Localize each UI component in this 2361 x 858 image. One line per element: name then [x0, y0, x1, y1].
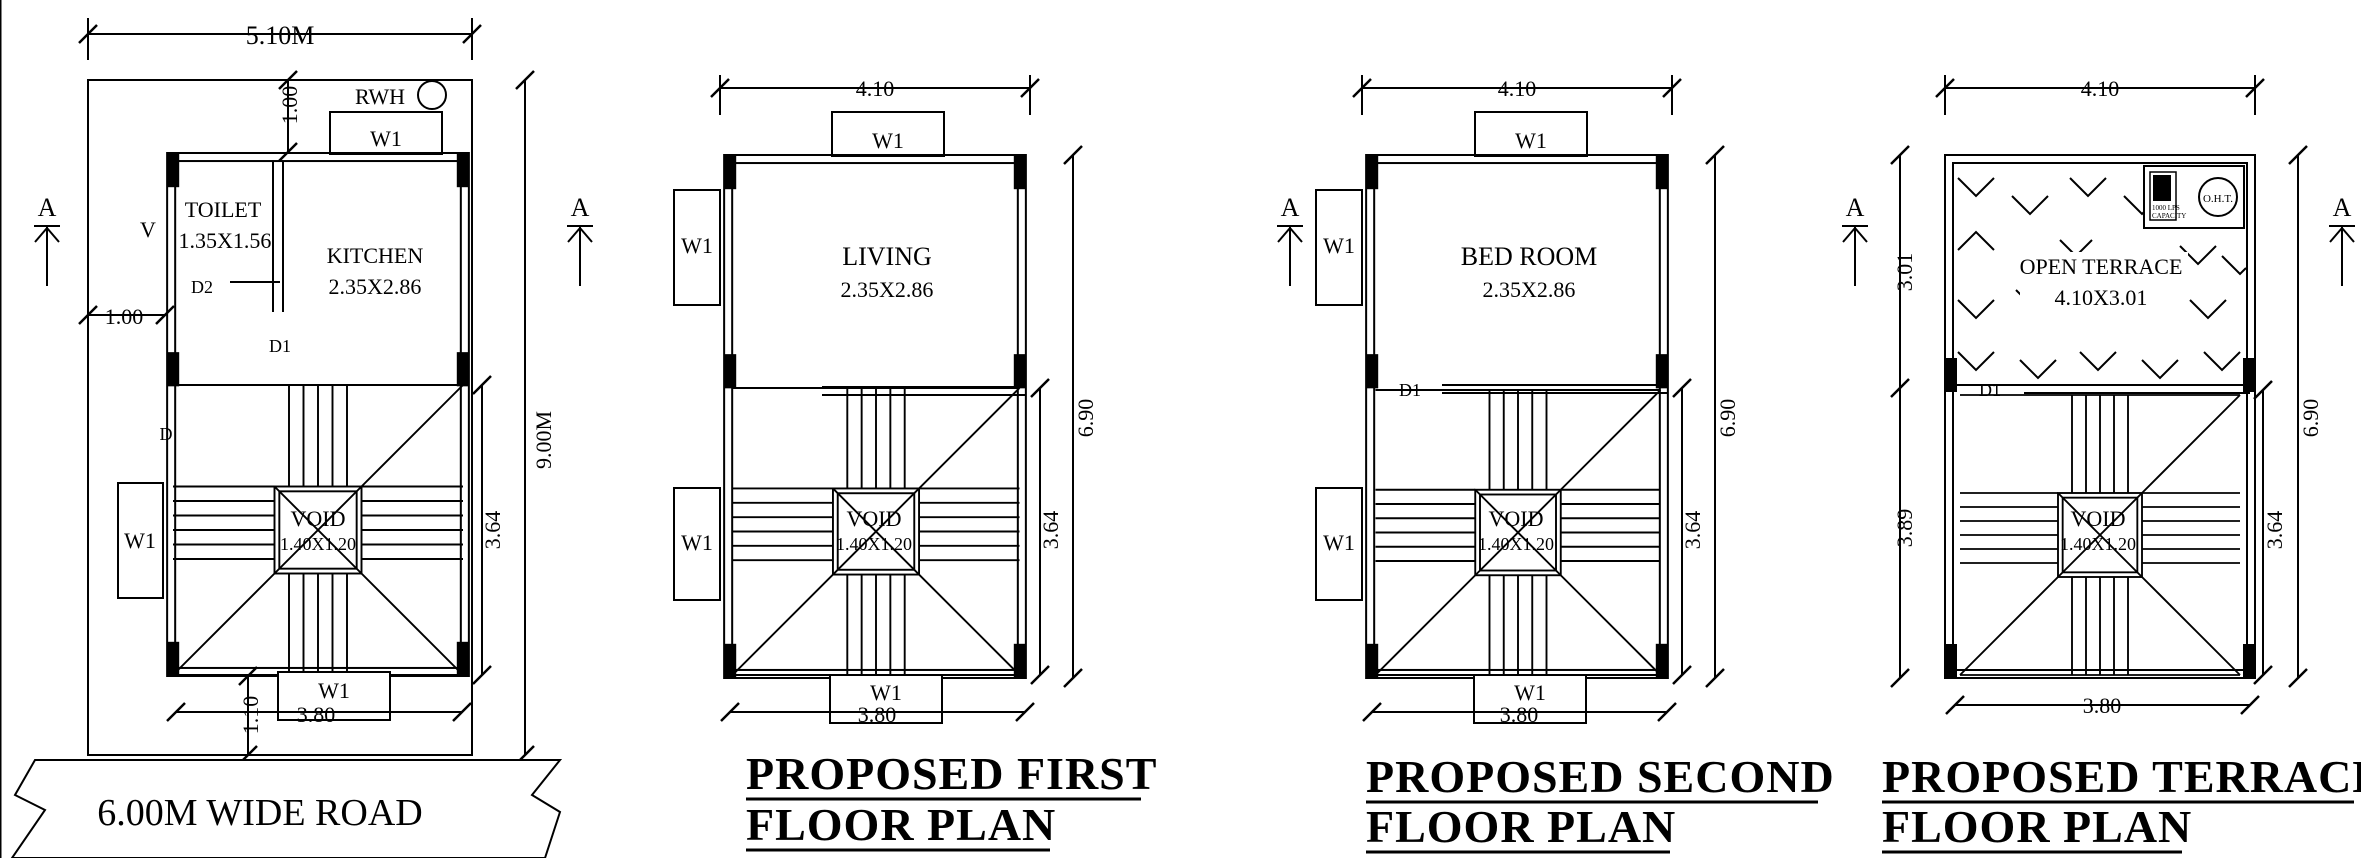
- door-d1-label: D1: [269, 336, 291, 356]
- first-void-label: VOID: [847, 506, 902, 531]
- second-void-label: VOID: [1489, 506, 1544, 531]
- first-w1-left-upper: W1: [681, 233, 713, 258]
- ground-width-dim: 5.10M: [246, 21, 315, 50]
- second-width-dim: 4.10: [1498, 76, 1537, 101]
- first-w1-left-lower: W1: [681, 530, 713, 555]
- door-d2-label: D2: [191, 277, 213, 297]
- oht-label: O.H.T.: [2203, 193, 2233, 205]
- first-title-line1: PROPOSED FIRST: [746, 748, 1157, 799]
- terrace-title-line2: FLOOR PLAN: [1882, 801, 2192, 852]
- terrace-room-label: OPEN TERRACE: [2020, 254, 2183, 279]
- ground-rwh-label: RWH: [355, 84, 405, 109]
- rwh-pit-icon: [417, 80, 447, 110]
- terrace-section-a-left: A: [1846, 193, 1865, 222]
- first-stair-dim: 3.64: [1038, 511, 1063, 550]
- terrace-title-line1: PROPOSED TERRACE: [1882, 751, 2361, 802]
- second-title-line2: FLOOR PLAN: [1366, 801, 1676, 852]
- ground-stair-dim: 3.64: [480, 511, 505, 550]
- ground-floor-plan: 5.10M 1.00 RWH W1 TOILET 1.35X1.56 V KIT…: [0, 0, 594, 858]
- first-w1-top: W1: [872, 128, 904, 153]
- first-floor-plan: 4.10 W1 W1 W1 LIVING 2.35X2.86 VOID 1.40…: [673, 75, 1157, 852]
- second-w1-top: W1: [1515, 128, 1547, 153]
- first-title-line2: FLOOR PLAN: [746, 799, 1056, 850]
- plot-boundary: [87, 79, 473, 756]
- ground-width-bottom: 3.80: [297, 702, 336, 727]
- second-floor-plan: 4.10 W1 W1 W1 BED ROOM 2.35X2.86 D1 VOID…: [1276, 75, 1835, 854]
- terrace-lower-dim: 3.89: [1892, 509, 1917, 548]
- second-stair-dim: 3.64: [1680, 511, 1705, 550]
- terrace-width-dim: 4.10: [2081, 76, 2120, 101]
- ground-section-a-left: A: [38, 193, 57, 222]
- terrace-height-total: 6.90: [2298, 399, 2323, 438]
- terrace-width-bottom: 3.80: [2083, 693, 2122, 718]
- terrace-door-d1: D1: [1979, 380, 2001, 400]
- first-w1-bottom: W1: [870, 680, 902, 705]
- kitchen-label: KITCHEN: [327, 243, 424, 268]
- first-staircase: [731, 387, 1021, 676]
- toilet-label: TOILET: [185, 197, 262, 222]
- ground-depth-total: 9.00M: [531, 411, 556, 469]
- second-height-total: 6.90: [1715, 399, 1740, 438]
- tank-note-1: 1000 LPS: [2152, 204, 2180, 212]
- first-room-label: LIVING: [842, 242, 932, 271]
- second-walls: [1365, 153, 1669, 680]
- road-banner: [10, 759, 563, 858]
- ground-w1-bottom: W1: [318, 678, 350, 703]
- tank-note-2: CAPACITY: [2152, 212, 2186, 220]
- terrace-void-label: VOID: [2071, 506, 2126, 531]
- terrace-floor-plan: 4.10 1000 LPS CAPACITY O.H: [1841, 75, 2361, 854]
- kitchen-size: 2.35X2.86: [329, 274, 422, 299]
- ground-void-size: 1.40X1.20: [280, 534, 356, 554]
- second-void-size: 1.40X1.20: [1478, 534, 1554, 554]
- door-d-label: D: [160, 424, 173, 444]
- ground-setback-bottom: 1.10: [238, 696, 263, 735]
- first-width-bottom: 3.80: [858, 702, 897, 727]
- second-w1-left-upper: W1: [1323, 233, 1355, 258]
- second-section-a: A: [1281, 193, 1300, 222]
- terrace-void-size: 1.40X1.20: [2060, 534, 2136, 554]
- ground-void-label: VOID: [291, 506, 346, 531]
- second-staircase: [1374, 389, 1662, 676]
- first-void-size: 1.40X1.20: [836, 534, 912, 554]
- ground-setback-top: 1.00: [277, 86, 302, 125]
- first-width-dim: 4.10: [856, 76, 895, 101]
- terrace-section-a-right: A: [2333, 193, 2352, 222]
- toilet-size: 1.35X1.56: [179, 228, 272, 253]
- ground-setback-left: 1.00: [105, 304, 144, 329]
- road-label: 6.00M WIDE ROAD: [97, 792, 422, 834]
- second-w1-bottom: W1: [1514, 680, 1546, 705]
- ground-w1-top: W1: [370, 126, 402, 151]
- second-title-line1: PROPOSED SECOND: [1366, 751, 1835, 802]
- first-height-total: 6.90: [1073, 399, 1098, 438]
- second-w1-left-lower: W1: [1323, 530, 1355, 555]
- ventilator-label: V: [140, 217, 156, 242]
- second-width-bottom: 3.80: [1500, 702, 1539, 727]
- terrace-upper-dim: 3.01: [1892, 253, 1917, 292]
- ground-section-a-right: A: [571, 193, 590, 222]
- terrace-parapet: [1944, 154, 2256, 679]
- second-room-size: 2.35X2.86: [1483, 277, 1576, 302]
- first-walls: [723, 153, 1027, 680]
- ground-w1-left: W1: [124, 528, 156, 553]
- second-room-label: BED ROOM: [1461, 242, 1598, 271]
- first-room-size: 2.35X2.86: [841, 277, 934, 302]
- terrace-stair-dim: 3.64: [2262, 511, 2287, 550]
- terrace-room-size: 4.10X3.01: [2055, 285, 2148, 310]
